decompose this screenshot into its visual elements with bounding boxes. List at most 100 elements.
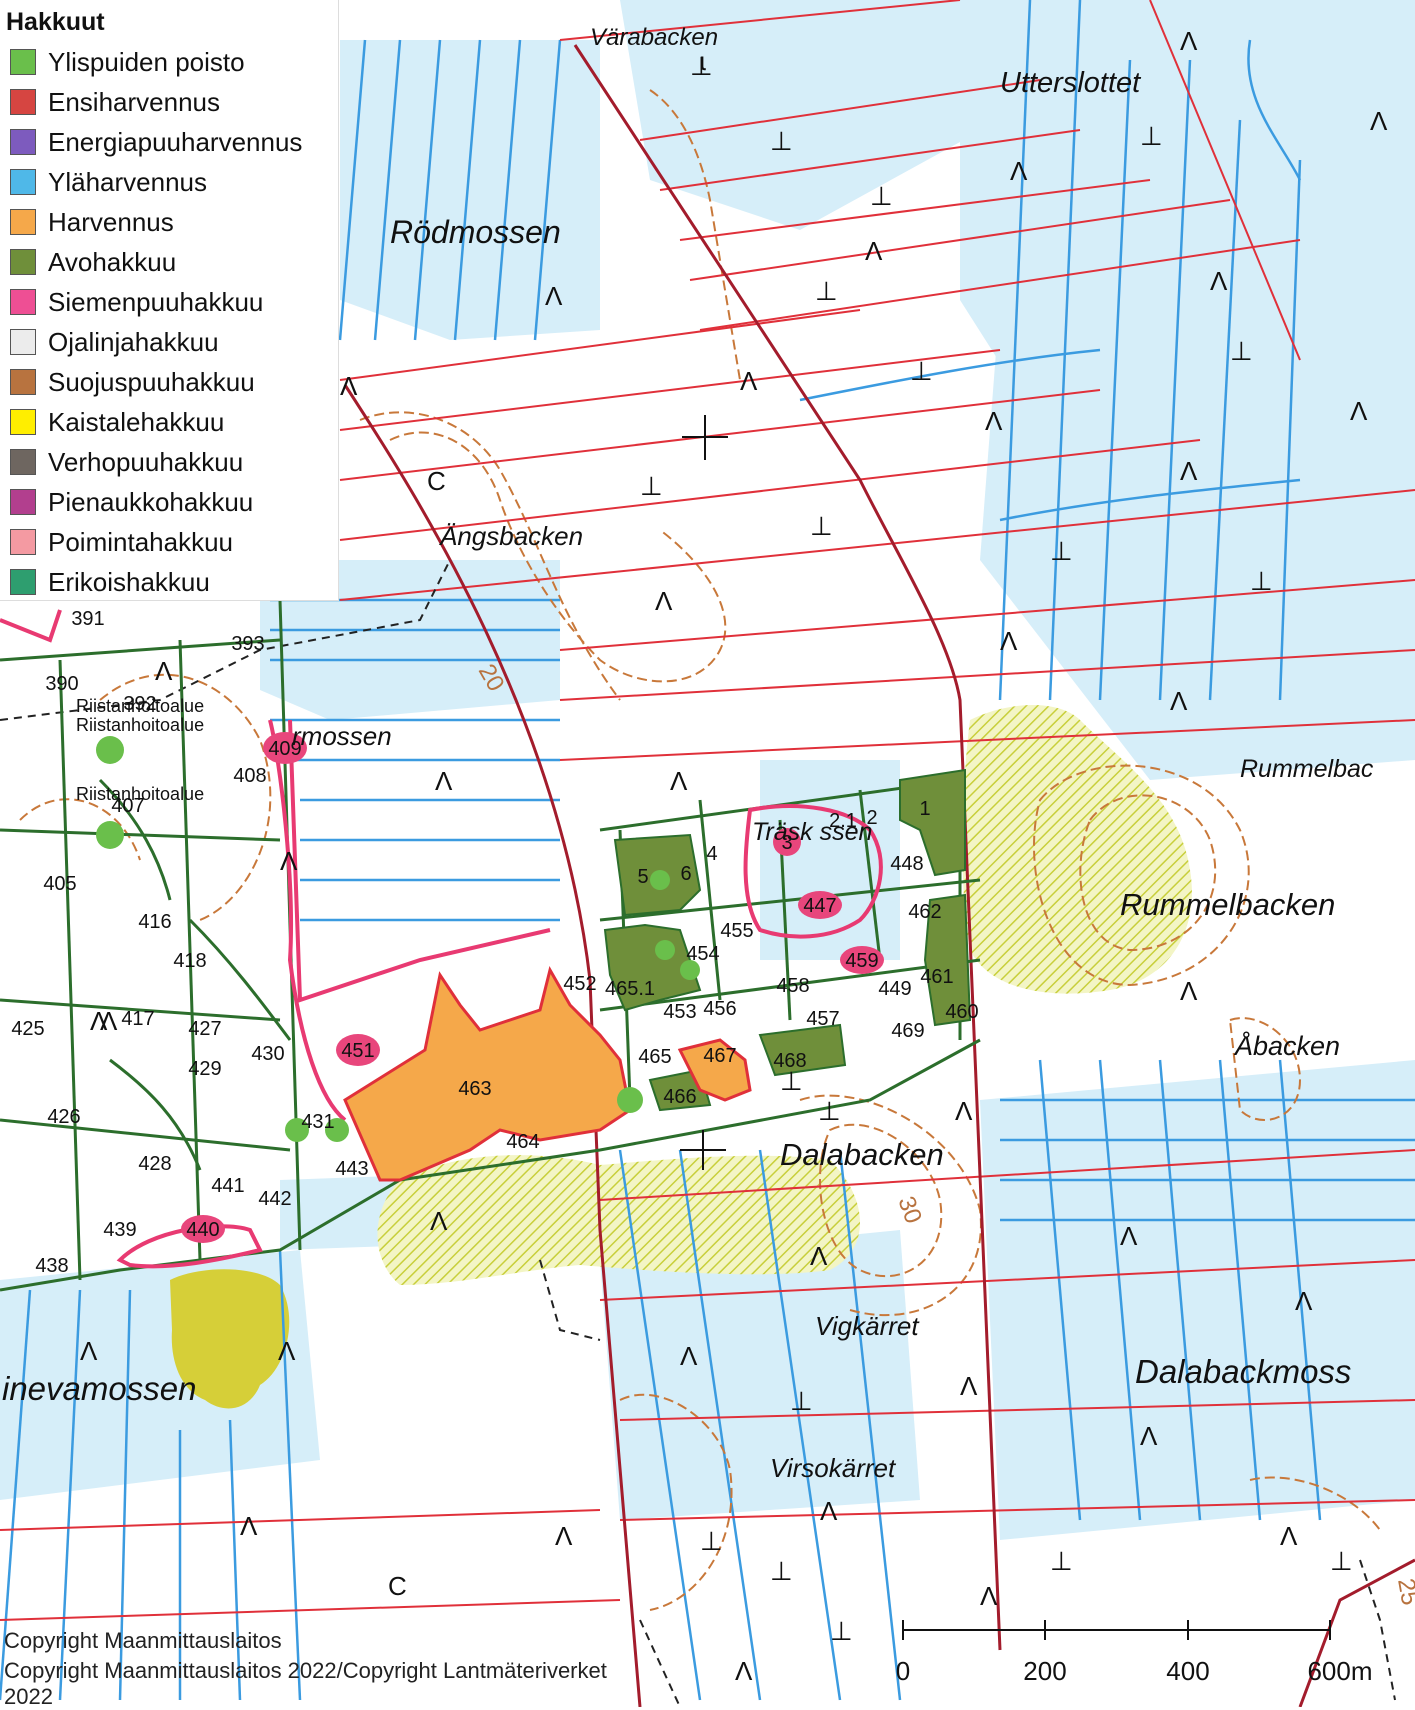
main-boundaries — [343, 44, 1415, 1707]
svg-text:465.1: 465.1 — [605, 978, 655, 1000]
svg-text:431: 431 — [301, 1111, 334, 1133]
legend-swatch-8 — [10, 369, 36, 395]
svg-text:Λ: Λ — [1120, 1221, 1138, 1251]
stand-numbers: 391 393 390 408 405 416 418 425 417 427 … — [11, 608, 978, 1277]
svg-text:⊥: ⊥ — [870, 181, 893, 211]
svg-text:Λ: Λ — [1140, 1421, 1158, 1451]
legend-swatch-12 — [10, 529, 36, 555]
svg-text:393: 393 — [231, 633, 264, 655]
label-inevamossen: inevamossen — [2, 1370, 196, 1407]
svg-text:Λ: Λ — [980, 1581, 998, 1611]
legend-swatch-11 — [10, 489, 36, 515]
svg-text:430: 430 — [251, 1043, 284, 1065]
svg-text:Λ: Λ — [555, 1521, 573, 1551]
magenta-blobs — [181, 732, 884, 1243]
hatched-areas — [377, 705, 1192, 1285]
svg-text:Λ: Λ — [80, 1336, 98, 1366]
legend-item: Ylispuiden poisto — [10, 44, 245, 80]
svg-text:Λ: Λ — [278, 1336, 296, 1366]
legend-item: Energiapuuharvennus — [10, 124, 302, 160]
legend-item: Suojuspuuhakkuu — [10, 364, 255, 400]
svg-text:⊥: ⊥ — [818, 1096, 841, 1126]
symbols: ΛΛΛ ΛΛΛ ΛΛΛ ΛΛΛ ΛΛΛ ΛΛΛ ΛΛΛ ΛΛΛ ΛΛΛ ΛΛΛ … — [80, 26, 1388, 1686]
svg-text:C: C — [427, 466, 446, 496]
legend-item: Harvennus — [10, 204, 174, 240]
svg-text:449: 449 — [878, 978, 911, 1000]
label-rummelbacken: Rummelbacken — [1120, 887, 1335, 922]
svg-text:Riistanhoitoalue: Riistanhoitoalue — [76, 715, 204, 735]
svg-text:⊥: ⊥ — [830, 1616, 853, 1646]
svg-text:⊥: ⊥ — [700, 1526, 723, 1556]
svg-text:417: 417 — [121, 1008, 154, 1030]
svg-text:Λ: Λ — [810, 1241, 828, 1271]
svg-text:⊥: ⊥ — [780, 1066, 803, 1096]
svg-text:C: C — [388, 1571, 407, 1601]
legend-swatch-3 — [10, 169, 36, 195]
svg-text:Λ: Λ — [240, 1511, 258, 1541]
svg-text:409: 409 — [268, 738, 301, 760]
svg-text:Λ: Λ — [865, 236, 883, 266]
copyright-line-1: Copyright Maanmittauslaitos — [4, 1628, 282, 1653]
label-rummelbacken-cut: Rummelbac — [1240, 755, 1374, 783]
label-varabacken: Värabacken — [590, 24, 718, 51]
svg-text:466: 466 — [663, 1086, 696, 1108]
svg-text:Λ: Λ — [155, 656, 173, 686]
legend-item: Erikoishakkuu — [10, 564, 210, 600]
legend-swatch-0 — [10, 49, 36, 75]
svg-text:465: 465 — [638, 1046, 671, 1068]
legend-item: Yläharvennus — [10, 164, 207, 200]
svg-text:440: 440 — [186, 1219, 219, 1241]
copyright-line-3: 2022 — [4, 1684, 53, 1709]
tracks — [0, 559, 1396, 1707]
svg-text:400: 400 — [1166, 1656, 1209, 1686]
legend-item: Siemenpuuhakkuu — [10, 284, 263, 320]
siemenpuu-boundaries — [0, 609, 883, 1269]
label-traskmossen: Träsk ssen — [752, 818, 872, 846]
svg-text:Riistanhoitoalue: Riistanhoitoalue — [76, 696, 204, 716]
harvennus-areas — [343, 966, 752, 1182]
legend-item: Ojalinjahakkuu — [10, 324, 219, 360]
svg-text:Λ: Λ — [955, 1096, 973, 1126]
label-angsbacken: Ängsbacken — [438, 521, 583, 551]
svg-text:459: 459 — [845, 950, 878, 972]
copyright-line-2: Copyright Maanmittauslaitos 2022/Copyrig… — [4, 1658, 607, 1683]
svg-text:456: 456 — [703, 998, 736, 1020]
legend-swatch-4 — [10, 209, 36, 235]
svg-text:Λ: Λ — [100, 1006, 118, 1036]
svg-text:443: 443 — [335, 1158, 368, 1180]
svg-text:Λ: Λ — [340, 371, 358, 401]
svg-text:Λ: Λ — [680, 1341, 698, 1371]
svg-text:⊥: ⊥ — [690, 51, 713, 81]
place-names: Värabacken Utterslottet Rödmossen Ängsba… — [2, 24, 1374, 1483]
svg-text:Λ: Λ — [740, 366, 758, 396]
svg-text:408: 408 — [233, 765, 266, 787]
svg-text:Λ: Λ — [430, 1206, 448, 1236]
legend-swatch-13 — [10, 569, 36, 595]
svg-text:Riistanhoitoalue: Riistanhoitoalue — [76, 784, 204, 804]
svg-text:Λ: Λ — [1370, 106, 1388, 136]
svg-text:418: 418 — [173, 950, 206, 972]
label-rodmossen: Rödmossen — [390, 214, 561, 250]
legend-item: Poimintahakkuu — [10, 524, 233, 560]
svg-text:6: 6 — [680, 863, 691, 885]
svg-text:447: 447 — [803, 895, 836, 917]
scale-bar — [902, 1620, 1331, 1640]
legend-swatch-9 — [10, 409, 36, 435]
svg-text:463: 463 — [458, 1078, 491, 1100]
svg-text:468: 468 — [773, 1050, 806, 1072]
svg-text:⊥: ⊥ — [810, 511, 833, 541]
svg-text:441: 441 — [211, 1175, 244, 1197]
stand-numbers-magenta: 409 451 3 447 459 440 — [186, 738, 878, 1241]
legend-swatch-1 — [10, 89, 36, 115]
label-dalabackmossen: Dalabackmoss — [1135, 1353, 1351, 1390]
svg-text:Λ: Λ — [655, 586, 673, 616]
label-virsokarret: Virsokärret — [770, 1453, 897, 1483]
svg-text:428: 428 — [138, 1153, 171, 1175]
label-mossen: rmossen — [292, 721, 392, 751]
svg-text:⊥: ⊥ — [1250, 566, 1273, 596]
svg-text:469: 469 — [891, 1020, 924, 1042]
legend-swatch-2 — [10, 129, 36, 155]
svg-text:454: 454 — [686, 943, 719, 965]
